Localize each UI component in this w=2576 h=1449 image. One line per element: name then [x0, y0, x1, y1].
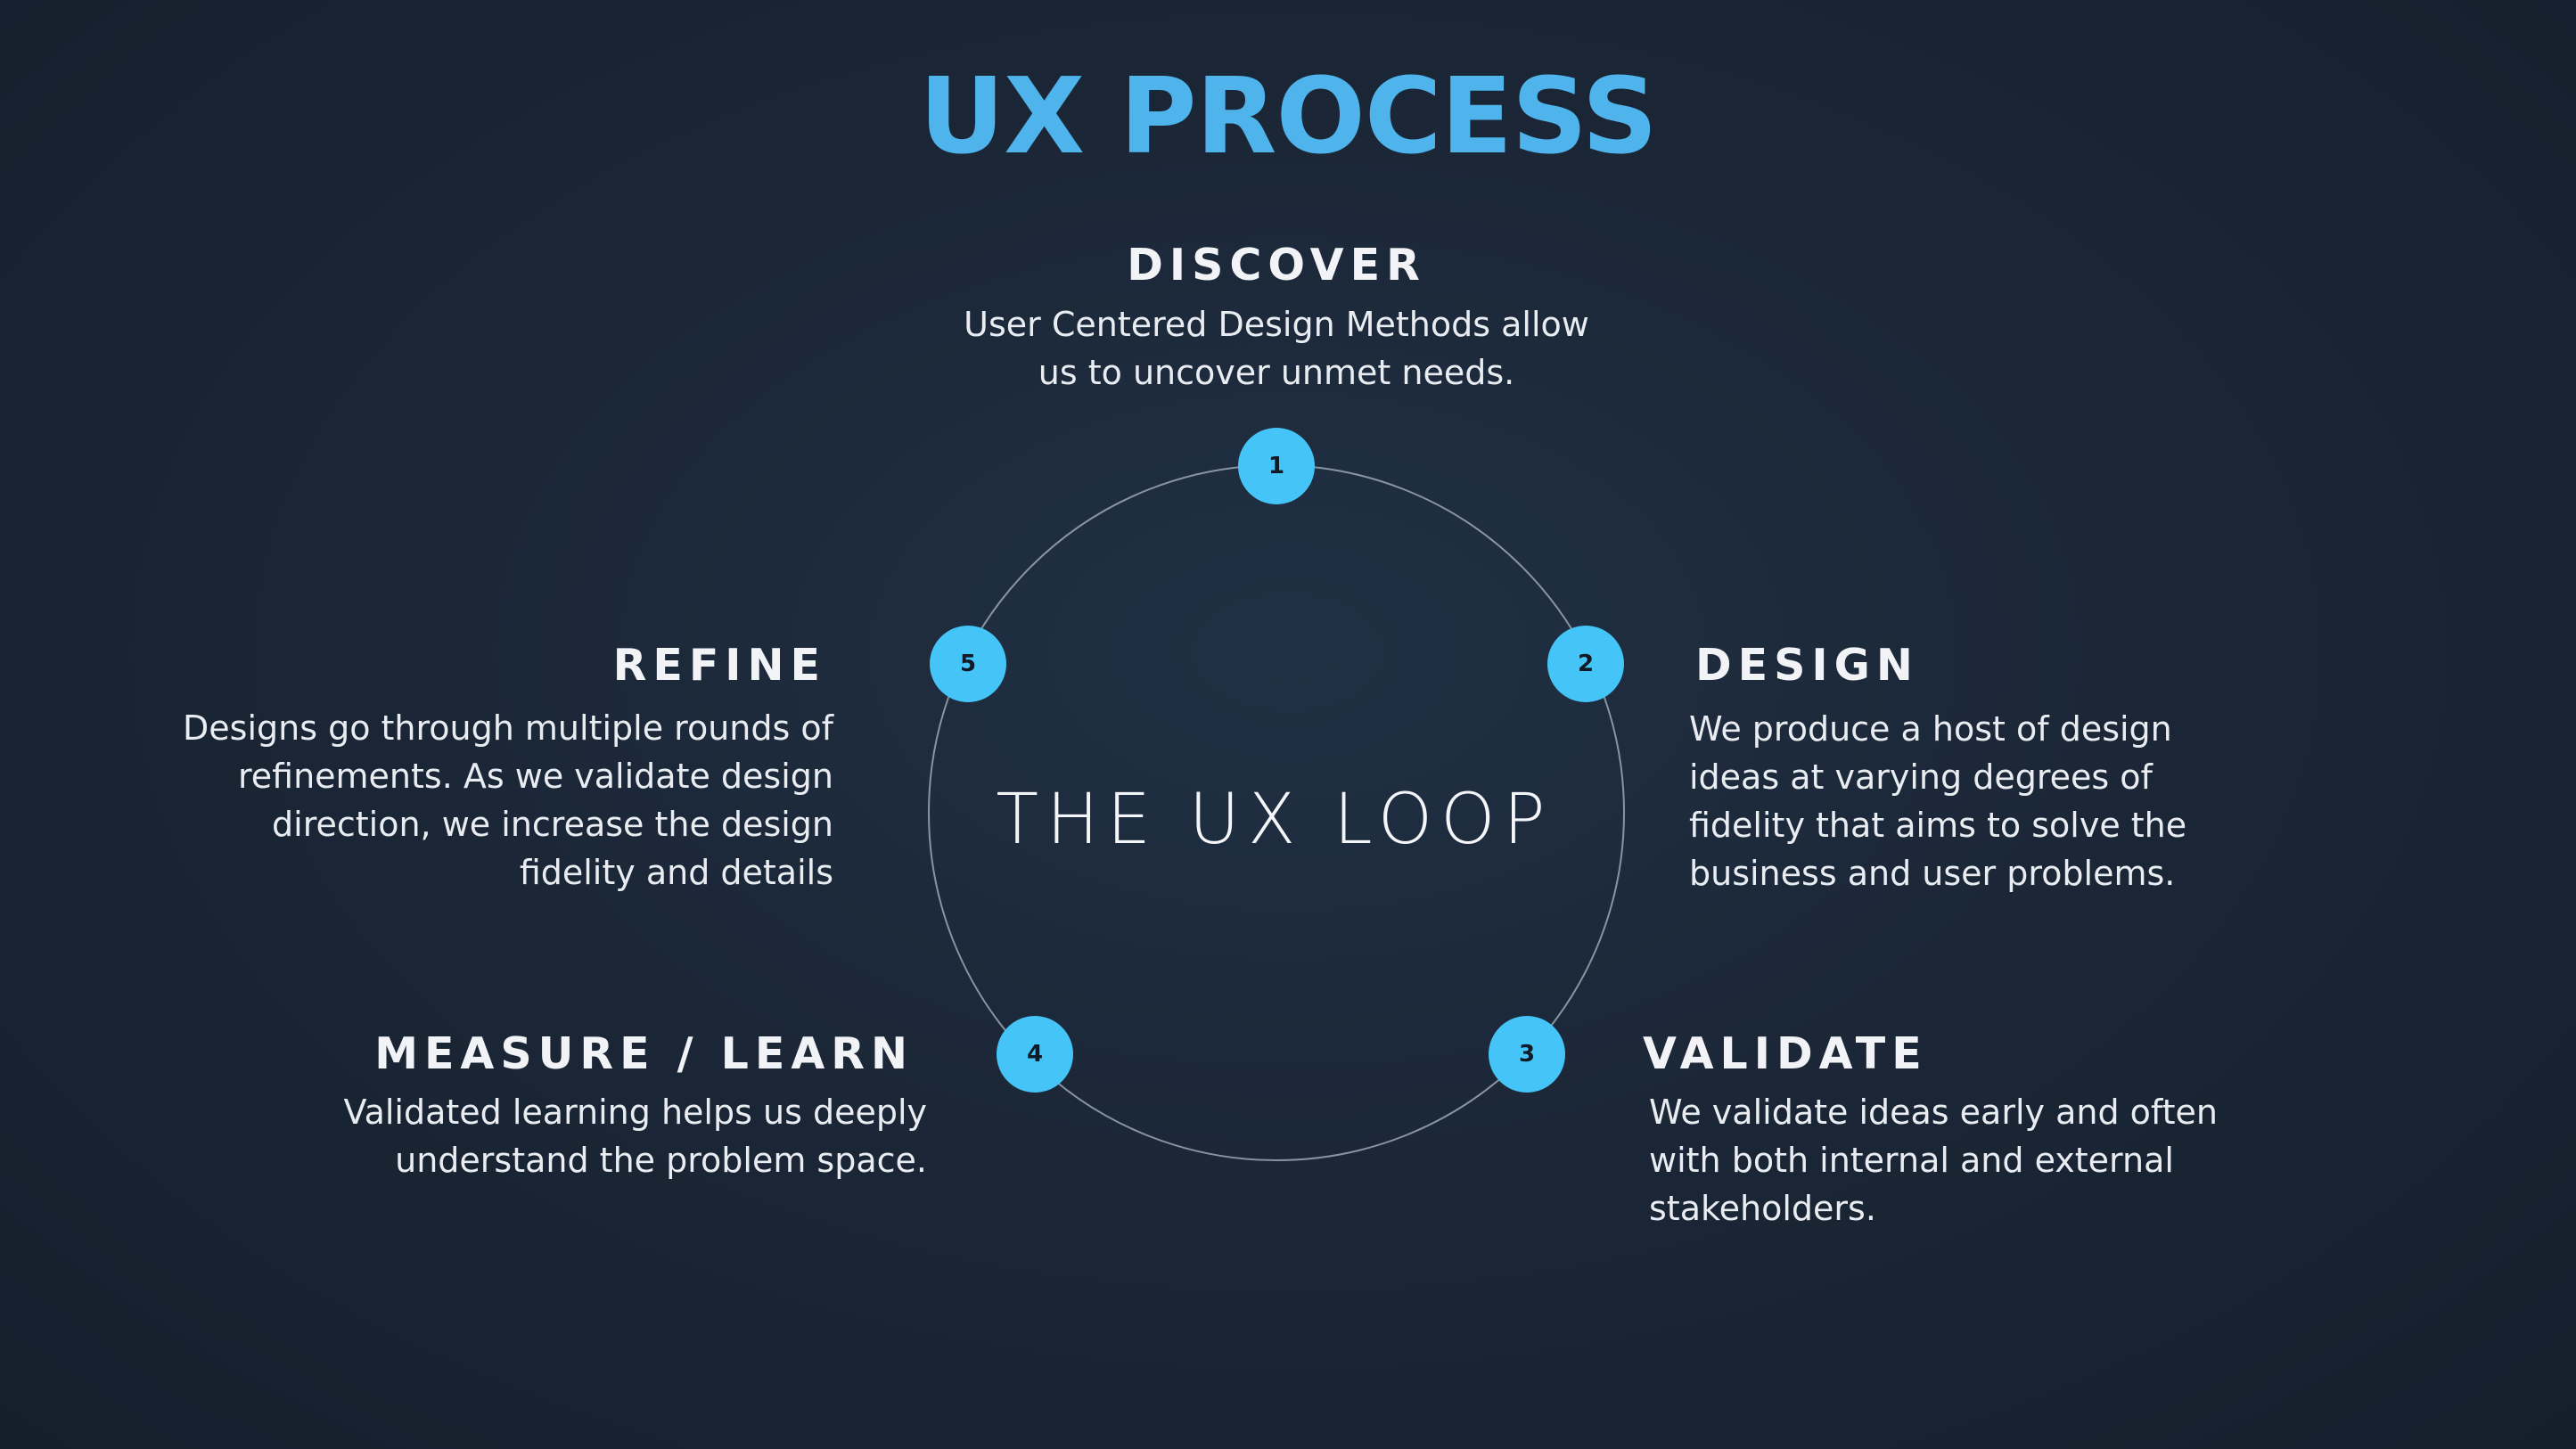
step-2-desc-line: business and user problems. — [1689, 854, 2176, 893]
step-2-desc-line: fidelity that aims to solve the — [1689, 806, 2187, 845]
step-1-node: 1 — [1238, 428, 1315, 504]
step-4-node: 4 — [997, 1016, 1073, 1093]
step-3-desc-line: We validate ideas early and often — [1649, 1093, 2218, 1132]
step-3-desc-line: stakeholders. — [1649, 1189, 1876, 1228]
step-5-desc-line: Designs go through multiple rounds of — [183, 708, 833, 748]
step-5-desc-line: refinements. As we validate design — [237, 757, 833, 796]
step-3-description: We validate ideas early and often with b… — [1649, 1088, 2362, 1232]
step-5-node: 5 — [930, 626, 1006, 702]
step-1-heading: DISCOVER — [1127, 240, 1426, 291]
step-3-number: 3 — [1518, 1041, 1536, 1068]
step-4-heading: MEASURE / LEARN — [374, 1028, 914, 1079]
step-3-desc-line: with both internal and external — [1649, 1141, 2174, 1180]
step-5-description: Designs go through multiple rounds of re… — [89, 704, 833, 896]
step-3-node: 3 — [1489, 1016, 1565, 1093]
step-5-desc-line: direction, we increase the design — [272, 805, 833, 844]
step-1-desc-line: User Centered Design Methods allow — [964, 305, 1589, 344]
step-4-number: 4 — [1026, 1041, 1044, 1068]
step-2-desc-line: We produce a host of design — [1689, 709, 2172, 749]
step-1-number: 1 — [1267, 453, 1285, 479]
step-5-number: 5 — [959, 651, 977, 677]
step-2-number: 2 — [1577, 651, 1595, 677]
step-1-description: User Centered Design Methods allow us to… — [831, 300, 1722, 397]
loop-center-label: THE UX LOOP — [996, 780, 1554, 860]
step-5-heading: REFINE — [612, 640, 826, 691]
step-2-desc-line: ideas at varying degrees of — [1689, 757, 2153, 797]
step-2-node: 2 — [1547, 626, 1624, 702]
page-title: UX PROCESS — [919, 54, 1657, 177]
step-2-heading: DESIGN — [1695, 640, 1919, 691]
step-1-desc-line: us to uncover unmet needs. — [1038, 353, 1515, 392]
step-4-description: Validated learning helps us deeply under… — [125, 1088, 927, 1184]
step-3-heading: VALIDATE — [1643, 1028, 1928, 1079]
step-4-desc-line: Validated learning helps us deeply — [343, 1093, 927, 1132]
step-5-desc-line: fidelity and details — [519, 853, 833, 892]
step-4-desc-line: understand the problem space. — [395, 1141, 927, 1180]
step-2-description: We produce a host of design ideas at var… — [1689, 705, 2402, 897]
